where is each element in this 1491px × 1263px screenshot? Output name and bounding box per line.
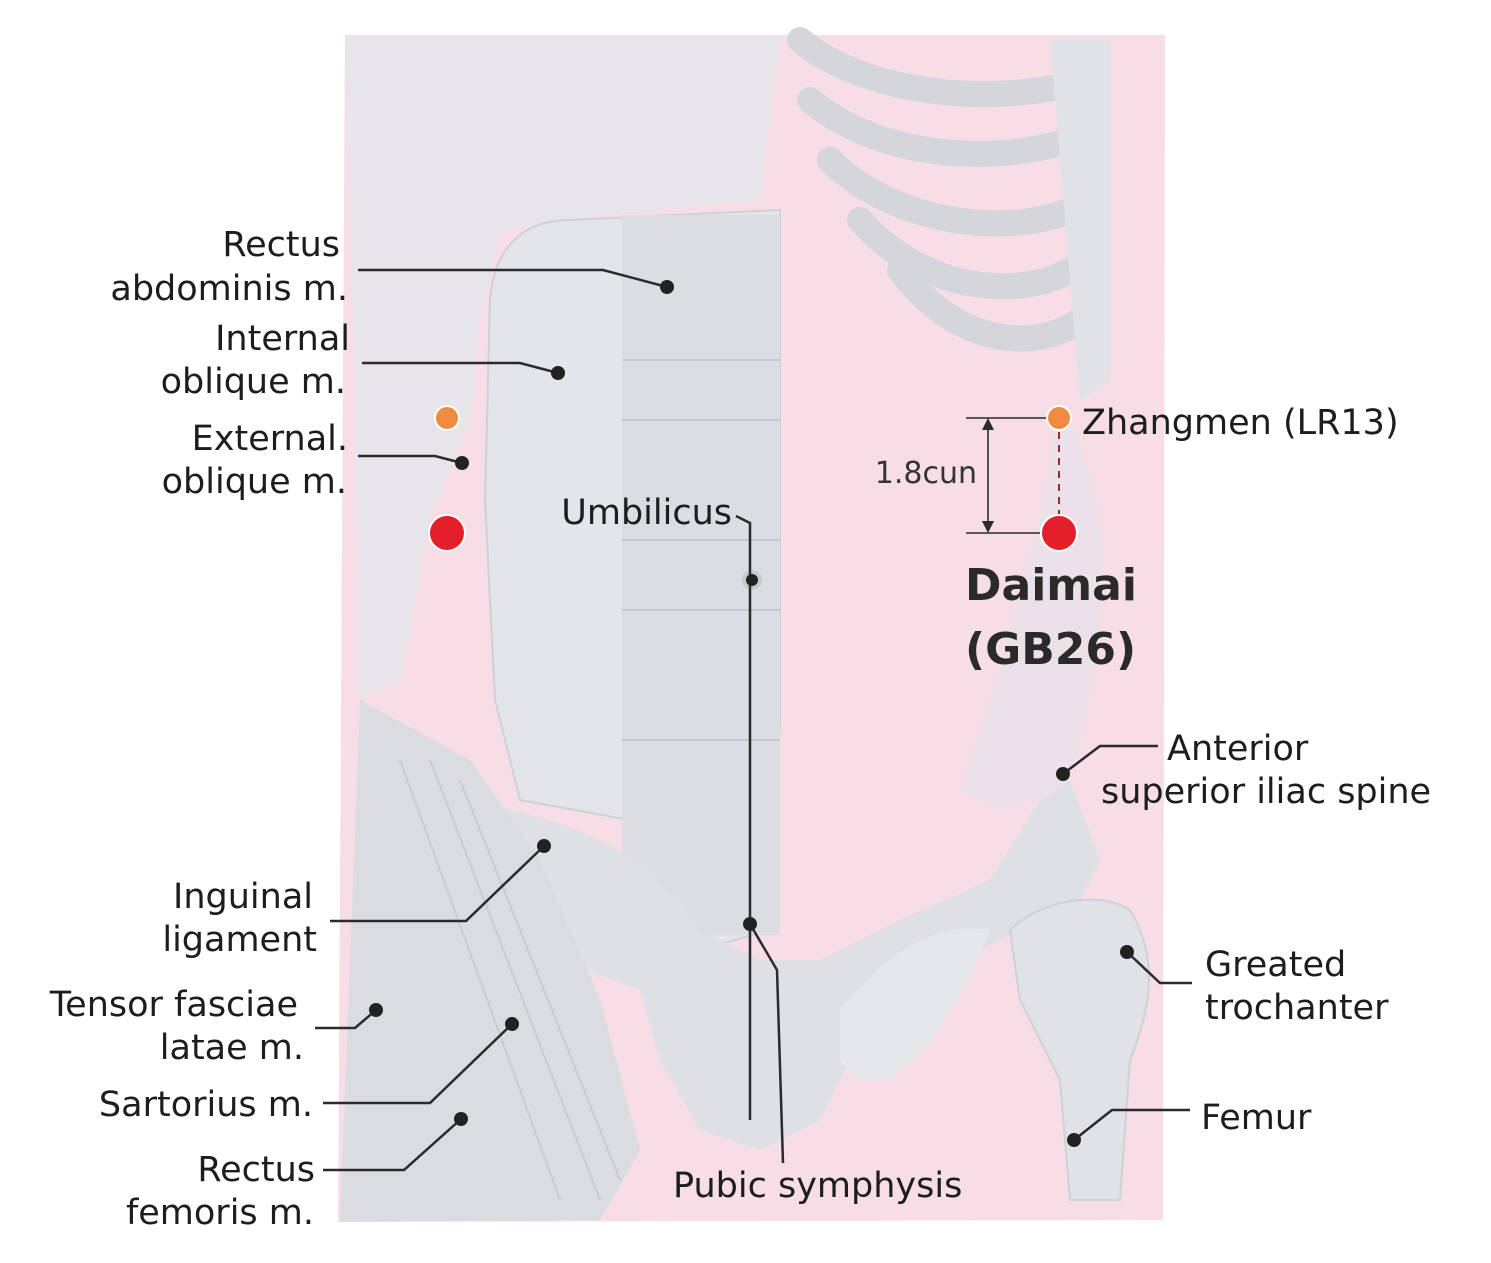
label-inguinal-2: ligament (162, 920, 317, 960)
leader-rectus-femoris (323, 1118, 462, 1172)
label-external-oblique-1: External. (192, 419, 348, 459)
label-rectus-abdominis-2: abdominis m. (110, 269, 348, 309)
leader-greater-trochanter (1126, 951, 1192, 985)
leader-sartorius (323, 1023, 513, 1105)
label-inguinal-1: Inguinal (173, 877, 313, 917)
dot-asis (1056, 767, 1070, 781)
zhangmen-left-point-icon (434, 405, 460, 431)
dot-external-oblique (455, 456, 469, 470)
label-tensor-fasciae-1: Tensor fasciae (49, 985, 298, 1025)
leader-rectus-abdominis (358, 268, 668, 289)
leader-tensor-fasciae (315, 1009, 377, 1030)
measure-arrow-up (982, 418, 994, 430)
daimai-left-point-icon (428, 514, 466, 552)
leader-inguinal-ligament (330, 845, 545, 923)
dot-rectus-femoris (454, 1112, 468, 1126)
acupoints (428, 405, 1078, 552)
leader-lines (315, 268, 1192, 1172)
label-greater-trochanter-2: trochanter (1205, 988, 1389, 1028)
label-asis-2: superior iliac spine (1101, 772, 1431, 812)
dot-umbilicus (746, 574, 758, 586)
zhangmen-right-point-icon (1046, 405, 1072, 431)
daimai-right-point-icon (1040, 514, 1078, 552)
label-greater-trochanter-1: Greated (1205, 945, 1346, 985)
label-external-oblique-2: oblique m. (162, 462, 347, 502)
label-internal-oblique-2: oblique m. (161, 362, 346, 402)
label-sartorius: Sartorius m. (99, 1085, 313, 1125)
label-daimai-2: (GB26) (965, 624, 1136, 675)
leader-pubic-symphysis (748, 923, 785, 1164)
dot-tensor-fasciae (369, 1003, 383, 1017)
label-umbilicus: Umbilicus (561, 493, 732, 533)
label-rectus-abdominis-1: Rectus (222, 225, 340, 265)
leader-external-oblique (358, 454, 463, 465)
leader-internal-oblique (362, 361, 559, 375)
label-rectus-femoris-2: femoris m. (126, 1193, 314, 1233)
label-daimai-1: Daimai (965, 560, 1137, 611)
leader-femur (1073, 1108, 1190, 1141)
leader-dots (369, 280, 1134, 1147)
labels: Rectus abdominis m. Internal oblique m. … (49, 225, 1431, 1233)
label-asis-1: Anterior (1167, 729, 1309, 769)
label-zhangmen: Zhangmen (LR13) (1082, 403, 1399, 443)
label-tensor-fasciae-2: latae m. (160, 1028, 304, 1068)
label-rectus-femoris-1: Rectus (197, 1150, 315, 1190)
label-internal-oblique-1: Internal (215, 319, 350, 359)
label-distance: 1.8cun (875, 456, 977, 491)
label-femur: Femur (1201, 1098, 1312, 1138)
dot-inguinal-ligament (537, 839, 551, 853)
leader-asis (1062, 744, 1158, 775)
dot-femur (1067, 1133, 1081, 1147)
dot-internal-oblique (551, 366, 565, 380)
measure-arrow-down (982, 521, 994, 533)
dot-greater-trochanter (1120, 945, 1134, 959)
dot-sartorius (505, 1017, 519, 1031)
label-pubic-symphysis: Pubic symphysis (673, 1166, 962, 1206)
dot-pubic-symphysis (743, 917, 757, 931)
dot-rectus-abdominis (660, 280, 674, 294)
